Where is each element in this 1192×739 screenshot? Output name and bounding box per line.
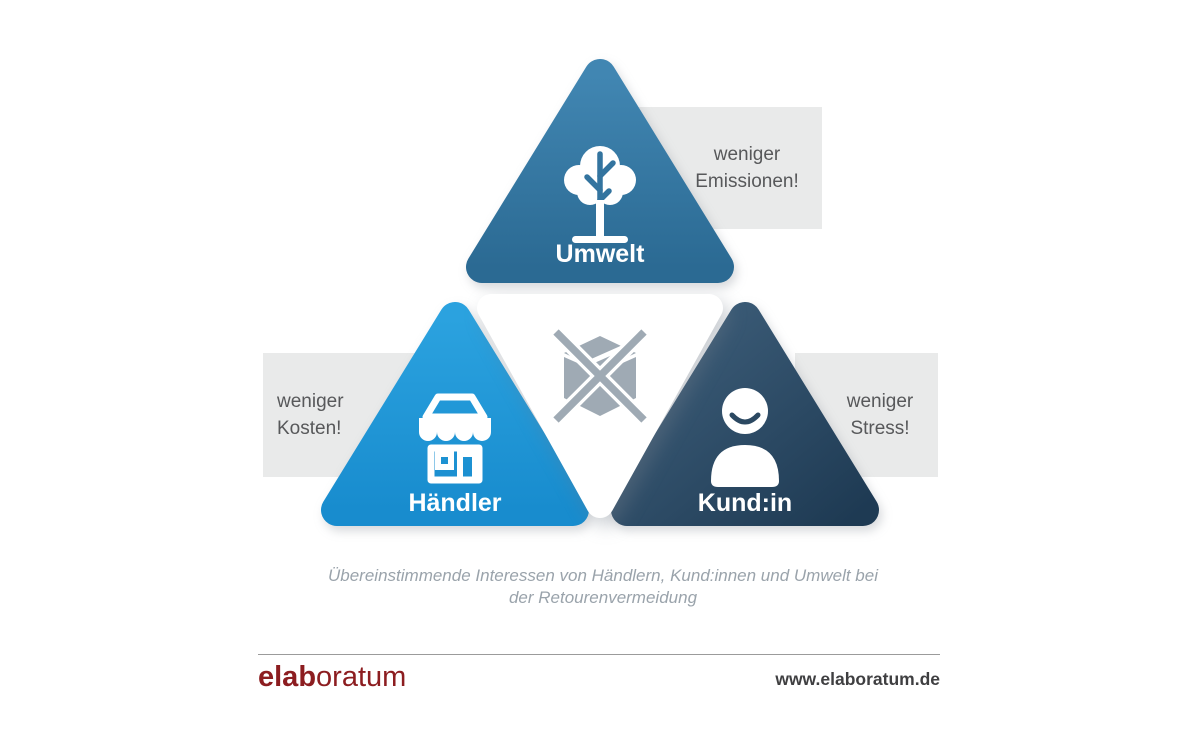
caption-line-2: der Retourenvermeidung [508, 588, 698, 607]
callout-text: weniger Emissionen! [682, 141, 822, 195]
triangle-label-umwelt: Umwelt [555, 240, 645, 268]
callout-line-2: Stress! [850, 418, 910, 439]
person-icon [711, 388, 779, 487]
caption-line-1: Übereinstimmende Interessen von Händlern… [328, 566, 878, 585]
no-returns-package-icon [551, 328, 649, 425]
callout-line-2: Emissionen! [695, 171, 799, 192]
website-url: www.elaboratum.de [775, 669, 940, 689]
elaboratum-logo: elaboratum [258, 661, 406, 694]
caption: Übereinstimmende Interessen von Händlern… [303, 565, 903, 609]
tree-icon [564, 146, 636, 243]
store-icon [419, 393, 491, 484]
triangle-label-kundin: Kund:in [697, 489, 793, 517]
logo-regular-part: oratum [316, 661, 407, 693]
triangle-label-haendler: Händler [408, 489, 502, 517]
callout-line-2: Kosten! [277, 418, 342, 439]
callout-line-1: weniger [277, 391, 344, 412]
callout-text: weniger Stress! [828, 388, 938, 442]
callout-text: weniger Kosten! [263, 388, 344, 442]
callout-line-1: weniger [713, 144, 781, 165]
callout-line-1: weniger [846, 391, 914, 412]
footer-divider [258, 654, 940, 655]
logo-bold-part: elab [258, 661, 317, 693]
